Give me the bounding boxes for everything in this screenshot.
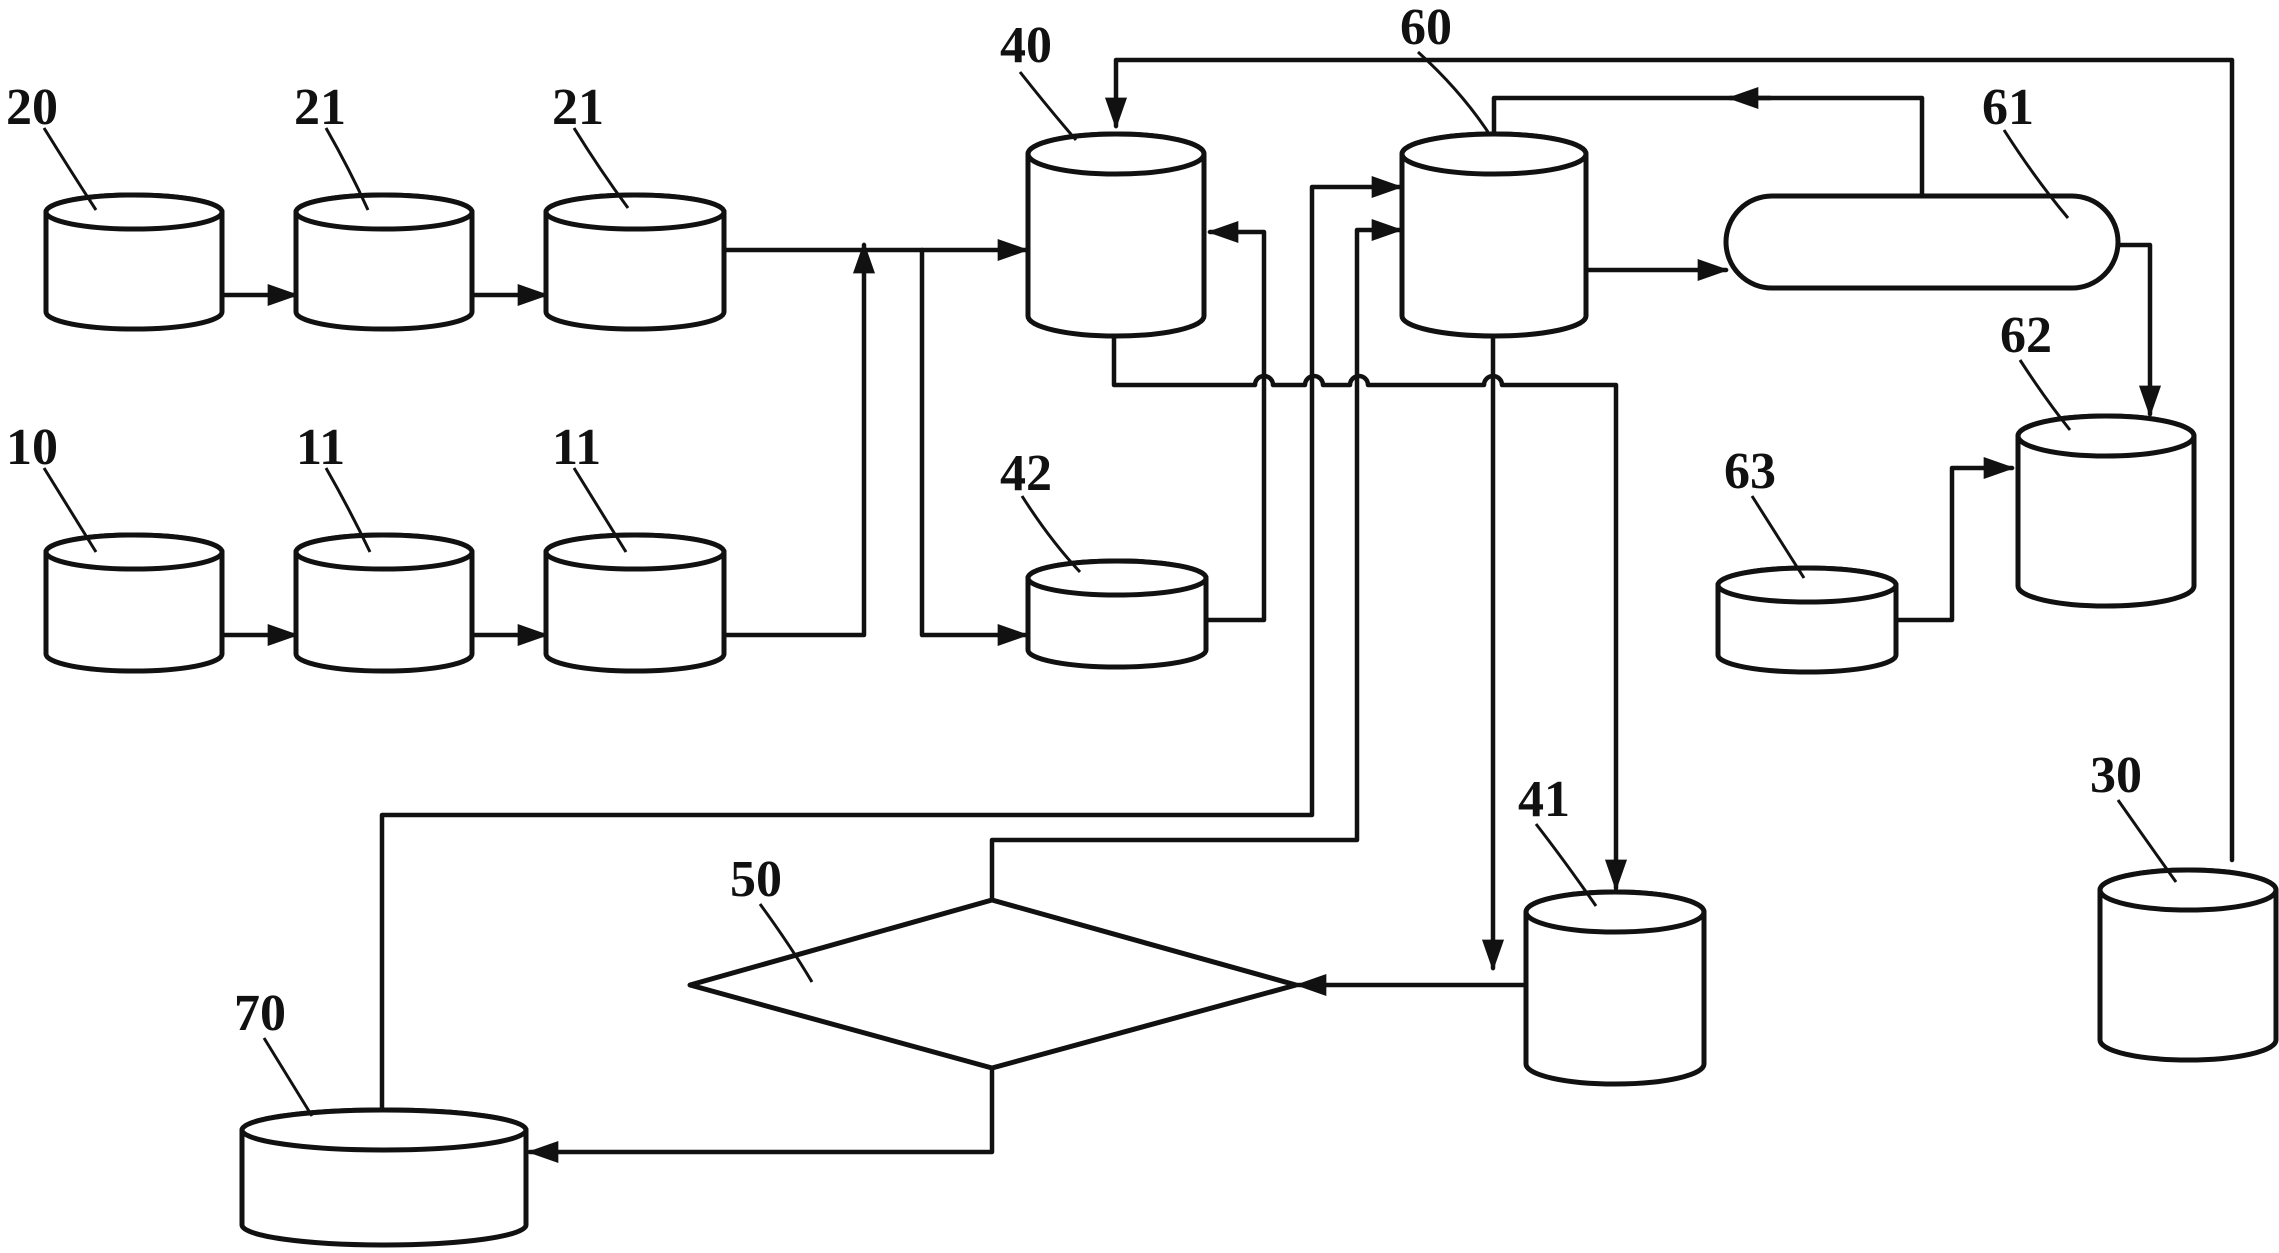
leader-20 xyxy=(42,127,98,211)
reference-numerals: 20 21 21 10 11 11 40 42 60 61 62 63 41 3… xyxy=(6,0,2142,1042)
tank-20 xyxy=(43,192,225,332)
flow-50-to-70 xyxy=(526,1065,995,1164)
flow-30-to-40 xyxy=(1104,57,2235,863)
leader-41 xyxy=(1534,823,1598,907)
label-50: 50 xyxy=(730,851,782,908)
flow-header-to-42 xyxy=(919,247,1030,647)
leader-21a xyxy=(324,127,370,211)
tank-21-second xyxy=(543,192,727,332)
leader-62 xyxy=(2018,359,2072,431)
diamond-50 xyxy=(687,897,1299,1071)
tank-70 xyxy=(239,1107,529,1248)
label-20: 20 xyxy=(6,79,58,136)
tank-60 xyxy=(1399,131,1589,339)
leader-lines xyxy=(42,50,2178,1117)
tank-30 xyxy=(2097,867,2279,1063)
label-41: 41 xyxy=(1518,771,1570,828)
flow-42-to-40 xyxy=(1203,220,1267,623)
flow-63-to-62 xyxy=(1893,456,2016,623)
label-42: 42 xyxy=(1000,445,1052,502)
leader-42 xyxy=(1020,495,1082,574)
flow-11-to-header xyxy=(721,241,876,638)
leader-70 xyxy=(262,1037,314,1117)
tank-21-first xyxy=(293,192,475,332)
tank-41 xyxy=(1523,889,1707,1087)
tank-10 xyxy=(43,532,225,674)
vessels xyxy=(43,131,2279,1248)
label-62: 62 xyxy=(2000,307,2052,364)
leader-60 xyxy=(1416,50,1490,133)
tank-42 xyxy=(1025,558,1209,670)
tank-62 xyxy=(2015,413,2197,609)
leader-11a xyxy=(324,467,372,553)
flow-50-to-60 xyxy=(989,218,1404,901)
leader-61 xyxy=(2002,129,2070,219)
label-63: 63 xyxy=(1724,443,1776,500)
leader-40 xyxy=(1018,71,1078,141)
label-60: 60 xyxy=(1400,0,1452,56)
flow-61-to-62 xyxy=(2115,242,2162,418)
label-21-second: 21 xyxy=(552,79,604,136)
flow-61-vapor-return xyxy=(1491,95,1925,199)
leader-11b xyxy=(572,467,628,553)
connector-lines xyxy=(219,57,2235,1164)
label-11-second: 11 xyxy=(552,419,601,476)
label-40: 40 xyxy=(1000,17,1052,74)
label-30: 30 xyxy=(2090,747,2142,804)
leader-10 xyxy=(42,467,98,553)
tank-11-second xyxy=(543,532,727,674)
leader-50 xyxy=(758,903,814,983)
leader-63 xyxy=(1750,495,1806,579)
label-61: 61 xyxy=(1982,79,2034,136)
tank-40 xyxy=(1025,131,1207,339)
label-11-first: 11 xyxy=(296,419,345,476)
flow-40-to-41 xyxy=(1111,333,1628,892)
drum-61 xyxy=(1723,193,2121,291)
label-70: 70 xyxy=(234,985,286,1042)
flow-70-to-60 xyxy=(379,175,1404,1115)
label-21-first: 21 xyxy=(294,79,346,136)
label-10: 10 xyxy=(6,419,58,476)
tank-63 xyxy=(1715,565,1899,675)
leader-21b xyxy=(572,127,630,209)
tank-11-first xyxy=(293,532,475,674)
leader-30 xyxy=(2116,799,2178,883)
